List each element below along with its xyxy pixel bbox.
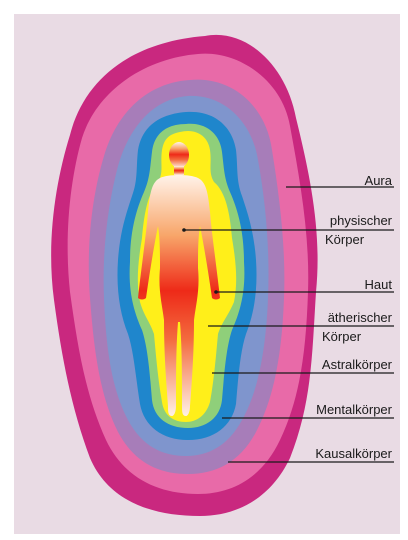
label-skin: Haut	[365, 277, 393, 292]
label-physical-line2: Körper	[325, 232, 365, 247]
leader-dot-skin	[214, 290, 218, 294]
label-astral: Astralkörper	[322, 357, 393, 372]
label-mental: Mentalkörper	[316, 402, 393, 417]
label-aura: Aura	[365, 173, 393, 188]
label-etheric-line2: Körper	[322, 329, 362, 344]
leader-dot-physical	[182, 228, 186, 232]
label-etheric-line1: ätherischer	[328, 310, 393, 325]
label-physical-line1: physischer	[330, 213, 393, 228]
label-causal: Kausalkörper	[315, 446, 392, 461]
